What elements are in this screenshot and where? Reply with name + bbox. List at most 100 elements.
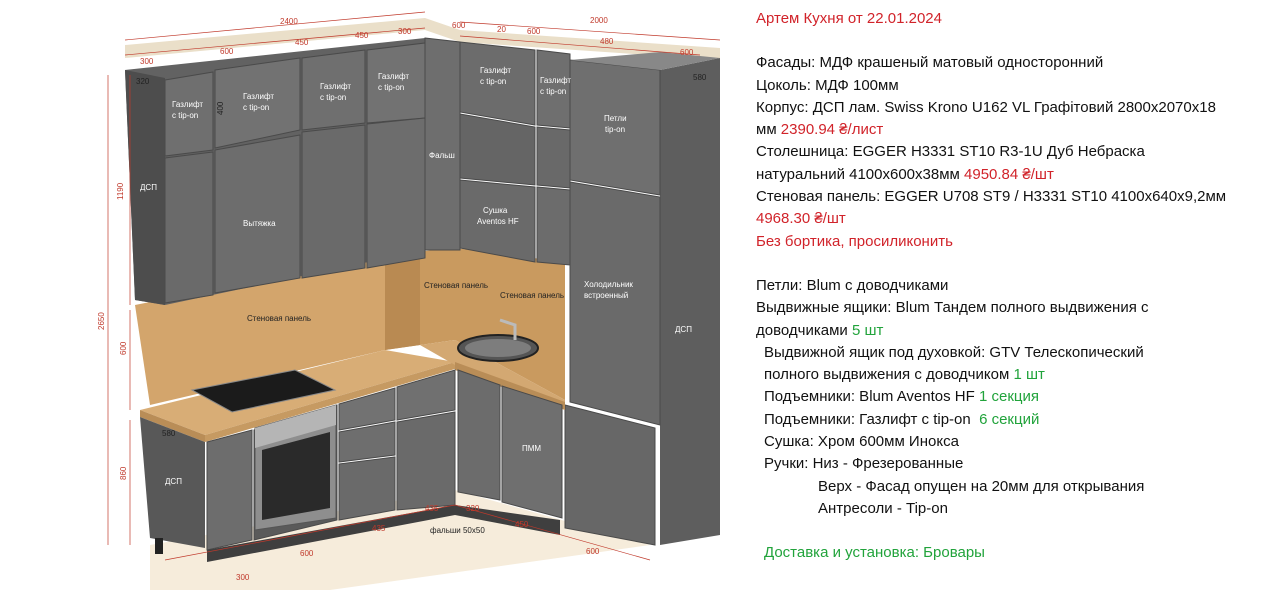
spec-lifts-hf-qty: 1 секция: [978, 388, 1039, 406]
spec-panel-1: Стеновая панель: EGGER U708 ST9 / H3331 …: [756, 188, 1227, 206]
label-gaslift-1: Газлифт: [172, 100, 203, 109]
upper-door-r6: [536, 186, 571, 266]
spec-top-2: натуральний 4100x600x38мм: [756, 165, 960, 183]
leg: [155, 538, 163, 554]
lower-door-1: [206, 429, 253, 551]
wall-top: [125, 18, 720, 60]
spec-lifts-hf-label: Подъемники: Blum Aventos HF: [764, 388, 975, 406]
drawer-2: [338, 421, 396, 463]
label-hinges-1: Петли: [604, 114, 627, 123]
spec-lifts-gas: Подъемники: Газлифт с tip-on 6 секций: [756, 409, 1276, 431]
spec-handles-3: Антресоли - Tip-on: [818, 499, 948, 517]
dim-h1190: 1190: [116, 182, 125, 200]
spec-drawers-line2: доводчиками 5 шт: [756, 320, 1276, 342]
spec-delivery: Доставка и установка: Бровары: [764, 544, 985, 562]
spec-lifts-hf: Подъемники: Blum Aventos HF 1 секция: [756, 386, 1276, 408]
sink-inner: [465, 339, 531, 357]
label-dsp-left: ДСП: [140, 183, 157, 192]
label-wall-panel-3: Стеновая панель: [500, 291, 564, 300]
upper-door-6: [301, 124, 366, 279]
page-title: Артем Кухня от 22.01.2024: [756, 10, 942, 27]
spec-facades: Фасады: МДФ крашеный матовый односторонн…: [756, 54, 1104, 72]
label-falsh-50: фальши 50x50: [430, 526, 485, 535]
dim-h580b: 580: [162, 429, 176, 438]
dim-b600a: 600: [300, 549, 314, 558]
dim-b300: 300: [236, 573, 250, 582]
label-dsp-lower: ДСП: [165, 477, 182, 486]
spec-drawers-1: Выдвижные ящики: Blum Тандем полного выд…: [756, 299, 1149, 317]
faucet: [499, 318, 517, 340]
label-fridge-2: встроенный: [584, 291, 628, 300]
dim-h2650: 2650: [97, 312, 106, 330]
upper-door-r5: [459, 179, 536, 263]
spec-oven-drawer-2: полного выдвижения с доводчиком: [764, 366, 1010, 384]
dim-h860: 860: [119, 466, 128, 480]
spec-top-1: Столешница: EGGER H3331 ST10 R3-1U Дуб Н…: [756, 143, 1145, 161]
dim-2400: 2400: [280, 17, 298, 26]
spec-top-price: 4950.84 ₴/шт: [964, 165, 1054, 183]
dim-b435b: 435: [425, 504, 439, 513]
label-wall-panel-1: Стеновая панель: [247, 314, 311, 323]
dim-h320: 320: [136, 77, 150, 86]
label-gaslift-2: Газлифт: [243, 92, 274, 101]
dim-t600: 600: [220, 47, 234, 56]
spec-lifts-gas-qty: 6 секций: [979, 410, 1040, 428]
countertop-front-edge: [205, 362, 455, 442]
tall-cabinet-fridge-door: [569, 181, 661, 426]
lower-cab-side: [140, 417, 205, 548]
dim-h600: 600: [119, 341, 128, 355]
spec-lifts-gas-label: Подъемники: Газлифт с tip-on: [764, 410, 971, 428]
spec-body-line2: мм 2390.94 ₴/лист: [756, 119, 1276, 141]
dim-b435a: 435: [372, 524, 386, 533]
countertop-left-edge: [140, 410, 205, 442]
backsplash-corner: [385, 252, 420, 350]
tall-cabinet-side: [660, 58, 720, 545]
spec-handles-2: Верх - Фасад опущен на 20мм для открыван…: [818, 477, 1145, 495]
spec-dryer: Сушка: Хром 600мм Инокса: [764, 433, 959, 451]
dim-h400: 400: [216, 101, 225, 115]
upper-door-r1: [459, 41, 536, 126]
dim-t300a: 300: [140, 57, 154, 66]
upper-door-r4: [536, 126, 571, 189]
drawer-4: [396, 369, 456, 421]
spec-handles-1: Ручки: Низ - Фрезерованные: [764, 455, 964, 473]
drawer-3: [338, 456, 396, 521]
oven-panel: [255, 405, 336, 448]
upper-door-5: [164, 151, 214, 304]
dim-b450: 450: [515, 520, 529, 529]
label-wall-panel-2: Стеновая панель: [424, 281, 488, 290]
label-gaslift-5: Газлифт: [480, 66, 511, 75]
upper-door-2: [214, 57, 301, 149]
label-dryer-2: Aventos HF: [477, 217, 519, 226]
spec-top-line2: натуральний 4100x600x38мм 4950.84 ₴/шт: [756, 164, 1276, 186]
dim-t450b: 450: [355, 31, 369, 40]
backsplash-right: [385, 248, 565, 400]
dishwasher-door: [501, 385, 563, 519]
dim-h580a: 580: [693, 73, 707, 82]
label-fridge-1: Холодильник: [584, 280, 633, 289]
label-gaslift-6: Газлифт: [540, 76, 571, 85]
label-tipon-2: с tip-on: [243, 103, 269, 112]
dim-2000: 2000: [590, 16, 608, 25]
upper-door-3: [301, 49, 366, 131]
upper-door-hood: [214, 134, 301, 294]
kitchen-drawing: 2400 2000 600 20 300 600 450 450 300 600…: [97, 11, 721, 590]
spec-no-edge: Без бортика, просиликонить: [756, 232, 953, 250]
spec-oven-drawer-1: Выдвижной ящик под духовкой: GTV Телеско…: [764, 343, 1144, 361]
spec-drawers-2: доводчиками: [756, 321, 848, 339]
spec-oven-drawer-qty: 1 шт: [1013, 366, 1045, 384]
drawer-5: [396, 411, 456, 511]
spec-body-2: мм: [756, 121, 777, 139]
label-gaslift-3: Газлифт: [320, 82, 351, 91]
cooktop: [190, 369, 337, 413]
upper-door-7: [366, 117, 426, 269]
spec-body-1: Корпус: ДСП лам. Swiss Krono U162 VL Гра…: [756, 98, 1216, 116]
label-dsp-right: ДСП: [675, 325, 692, 334]
dim-t300b: 300: [398, 27, 412, 36]
drawer-1: [338, 387, 396, 431]
upper-door-1: [164, 71, 214, 157]
spec-drawers-qty: 5 шт: [851, 321, 884, 339]
label-dryer-1: Сушка: [483, 206, 508, 215]
dim-t600c: 600: [527, 27, 541, 36]
label-tipon-5: с tip-on: [480, 77, 506, 86]
